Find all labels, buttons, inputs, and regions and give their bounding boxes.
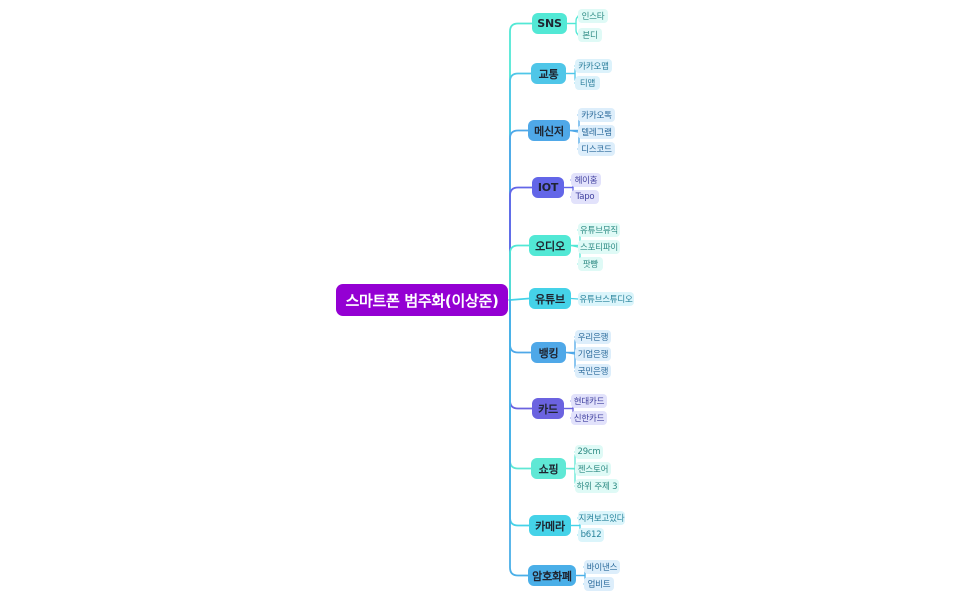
branch-node-5[interactable]: 오디오 xyxy=(529,235,571,256)
leaf-node-7-2[interactable]: 기업은행 xyxy=(575,347,611,361)
leaf-node-11-1[interactable]: 바이낸스 xyxy=(584,560,620,574)
leaf-node-10-2[interactable]: b612 xyxy=(578,528,604,542)
branch-node-9[interactable]: 쇼핑 xyxy=(531,458,566,479)
leaf-node-5-1[interactable]: 유튜브뮤직 xyxy=(578,223,620,237)
leaf-node-4-1[interactable]: 헤이홈 xyxy=(571,173,601,187)
leaf-node-11-2[interactable]: 업비트 xyxy=(584,577,614,591)
branch-node-11[interactable]: 암호화폐 xyxy=(528,565,576,586)
branch-node-3[interactable]: 메신저 xyxy=(528,120,570,141)
leaf-node-3-2[interactable]: 텔레그램 xyxy=(578,125,615,139)
branch-node-1[interactable]: SNS xyxy=(532,13,567,34)
leaf-node-7-3[interactable]: 국민은행 xyxy=(575,364,611,378)
leaf-node-9-3[interactable]: 하위 주제 3 xyxy=(575,479,619,493)
branch-node-4[interactable]: IOT xyxy=(532,177,564,198)
leaf-node-6-1[interactable]: 유튜브스튜디오 xyxy=(578,292,634,306)
leaf-node-3-1[interactable]: 카카오톡 xyxy=(578,108,615,122)
leaf-node-2-2[interactable]: 티맵 xyxy=(575,76,600,90)
leaf-node-9-1[interactable]: 29cm xyxy=(575,445,603,459)
leaf-node-5-2[interactable]: 스포티파이 xyxy=(578,240,620,254)
leaf-node-9-2[interactable]: 젠스토어 xyxy=(575,462,611,476)
leaf-node-1-2[interactable]: 본디 xyxy=(578,28,602,42)
branch-node-6[interactable]: 유튜브 xyxy=(529,288,571,309)
leaf-node-4-2[interactable]: Tapo xyxy=(571,190,599,204)
root-node[interactable]: 스마트폰 범주화(이상준) xyxy=(336,284,508,316)
branch-node-7[interactable]: 뱅킹 xyxy=(531,342,566,363)
branch-node-10[interactable]: 카메라 xyxy=(529,515,571,536)
leaf-node-8-2[interactable]: 신한카드 xyxy=(571,411,607,425)
branch-node-8[interactable]: 카드 xyxy=(532,398,564,419)
leaf-node-10-1[interactable]: 지켜보고있다 xyxy=(578,511,625,525)
leaf-node-2-1[interactable]: 카카오맵 xyxy=(575,59,612,73)
leaf-node-5-3[interactable]: 팟빵 xyxy=(578,257,603,271)
leaf-node-7-1[interactable]: 우리은행 xyxy=(575,330,611,344)
branch-node-2[interactable]: 교통 xyxy=(531,63,566,84)
leaf-node-1-1[interactable]: 인스타 xyxy=(578,9,608,23)
leaf-node-8-1[interactable]: 현대카드 xyxy=(571,394,607,408)
leaf-node-3-3[interactable]: 디스코드 xyxy=(578,142,615,156)
